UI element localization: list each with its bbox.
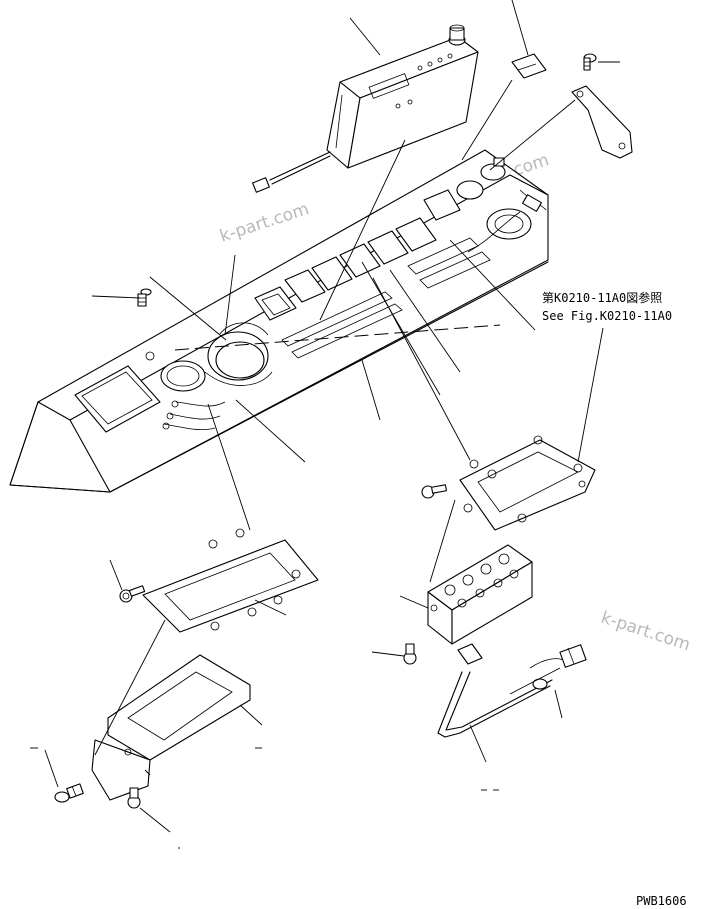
console-housing: [10, 150, 548, 492]
watermark-1: k-part.com: [217, 199, 311, 247]
drawing-number: PWB1606: [636, 894, 687, 908]
clip-top: [512, 54, 546, 78]
reference-label-english: See Fig.K0210-11A0: [542, 309, 672, 323]
dashed-line-console: [175, 325, 500, 350]
screw-left-bottom: [128, 788, 140, 808]
bracket-top-right: [572, 86, 632, 158]
tick-marks: [30, 748, 499, 848]
reference-label-japanese: 第K0210-11A0図参照: [542, 290, 662, 305]
gasket-left: [143, 529, 318, 632]
leader-lines: [45, 0, 620, 832]
bolt-left-lower: [55, 784, 83, 802]
screw-right-gasket: [422, 485, 446, 498]
screw-switch-box: [404, 644, 416, 664]
screw-left-upper: [138, 289, 151, 306]
gasket-right: [460, 436, 595, 530]
radio-unit: [253, 25, 478, 192]
screw-left-gasket: [120, 586, 145, 602]
cover-plate-left: [92, 655, 250, 800]
bolt-top-right: [584, 54, 596, 70]
watermark-3: k-part.com: [598, 608, 692, 656]
wire-harness: [438, 644, 586, 737]
switch-box: [428, 545, 532, 644]
